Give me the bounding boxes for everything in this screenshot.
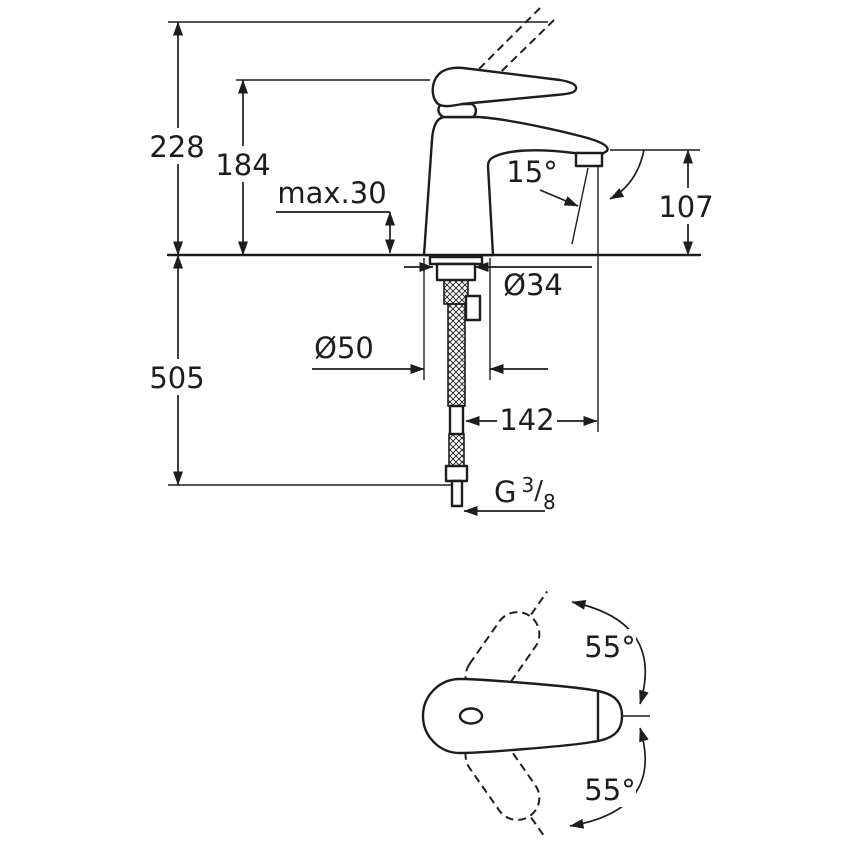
label-bg [148, 128, 206, 164]
aerator [574, 151, 604, 168]
dim-swing-upper-label: 55° [584, 630, 635, 664]
thread-slash: / [534, 476, 543, 506]
dim-body-height-label: 184 [215, 148, 270, 182]
thread-numerator: 3 [521, 473, 534, 497]
label-bg [214, 146, 272, 182]
dim-spout-height-label: 107 [658, 190, 713, 224]
thread-denominator: 8 [543, 490, 556, 514]
handle-outline-dashed [464, 611, 541, 700]
dim-shank-dia-label: Ø34 [503, 268, 563, 302]
handle-axis-dashed [530, 817, 546, 838]
lever-raised-dashed-line [467, 19, 555, 105]
hose-plain-section [448, 404, 465, 436]
braided-hose-upper [447, 303, 466, 407]
top-view: 55° 55° [421, 590, 650, 838]
dim-supply-length-label: 505 [149, 361, 204, 395]
hose-end-nut [444, 464, 469, 483]
label-bg [584, 772, 636, 807]
hose-end-tube [450, 479, 464, 508]
leader-stream-angle [539, 189, 579, 207]
dim-stream-angle-label: 15° [506, 155, 557, 189]
dim-max-mounting-label: max.30 [277, 176, 386, 210]
label-bg [148, 359, 206, 395]
water-stream-line [571, 167, 589, 245]
handle-position-upper [464, 590, 549, 700]
handle-top-view [421, 677, 624, 755]
handle-outline-dashed [464, 732, 541, 821]
arc-arrow-stream-angle [609, 149, 645, 200]
side-view: 228 184 max.30 15° 107 Ø34 Ø50 505 142 G… [148, 7, 717, 516]
dim-base-dia-label: Ø50 [314, 331, 374, 365]
handle-cap-hole [458, 707, 484, 725]
handle-axis-dashed [530, 590, 549, 615]
label-bg [655, 188, 717, 224]
lever-raised-dashed-line [451, 7, 541, 97]
dim-spout-reach-label: 142 [499, 403, 554, 437]
thread-prefix: G [494, 475, 516, 509]
dim-total-height-label: 228 [149, 130, 204, 164]
braided-hose-lower [448, 433, 465, 467]
mounting-nut [435, 262, 477, 282]
label-bg [584, 629, 636, 664]
faucet-lever [431, 66, 578, 108]
handle-position-lower [464, 732, 546, 838]
hose-connector-block [464, 294, 482, 322]
label-bg [497, 401, 557, 437]
dim-swing-lower-label: 55° [584, 773, 635, 807]
